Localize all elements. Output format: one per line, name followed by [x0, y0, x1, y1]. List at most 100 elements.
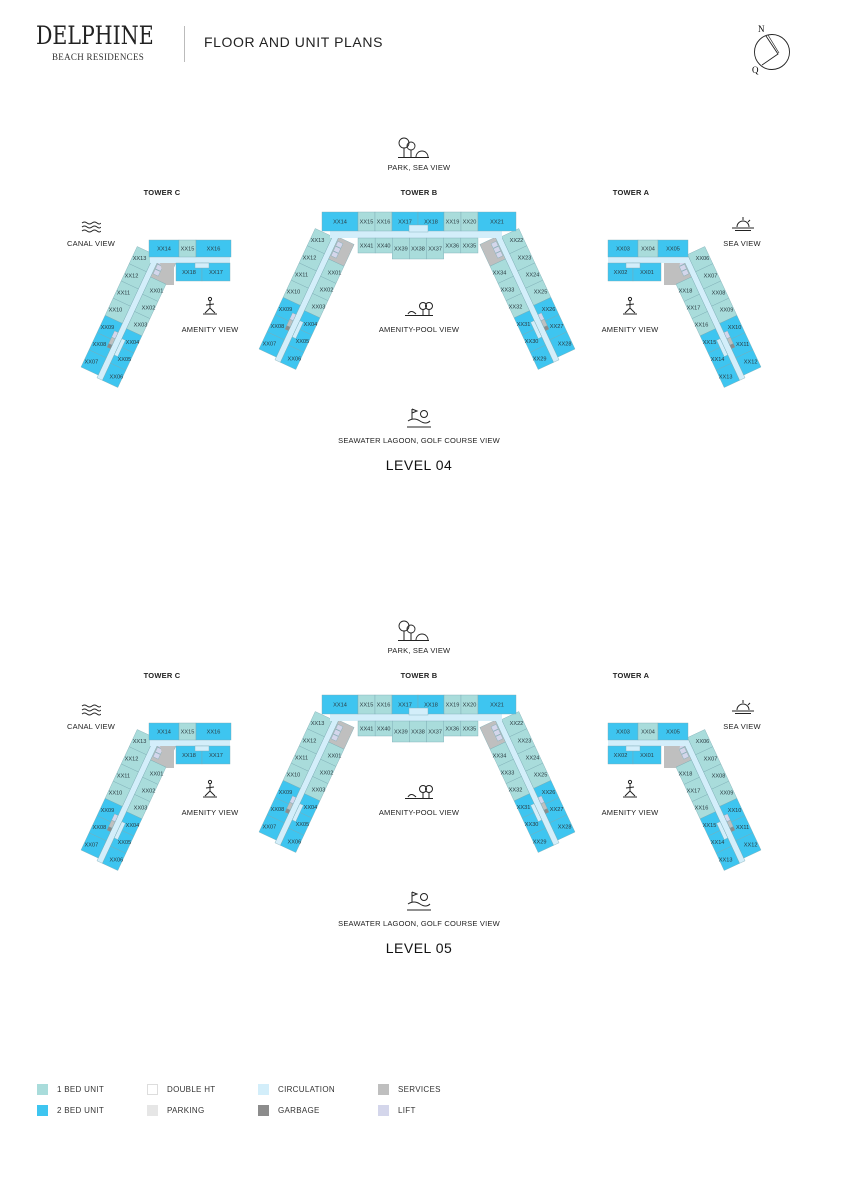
unit-xx21	[477, 694, 517, 715]
lift	[330, 733, 339, 742]
corridor	[608, 739, 688, 746]
unit-label: XX41	[360, 244, 374, 250]
legend-swatch	[37, 1105, 48, 1116]
unit-label: XX12	[125, 273, 139, 279]
unit-label: XX01	[328, 270, 342, 276]
unit-label: XX33	[501, 287, 515, 293]
view-label-amenity-right: AMENITY VIEW	[601, 325, 659, 334]
unit-label: XX09	[279, 790, 293, 796]
legend-item-double-ht: DOUBLE HT	[147, 1084, 216, 1095]
unit-label: XX26	[542, 790, 556, 796]
unit-xx28	[549, 814, 576, 841]
unit-label: XX07	[263, 341, 277, 347]
lift	[330, 250, 339, 259]
unit-label: XX14	[157, 247, 171, 253]
view-label-canal: CANAL VIEW	[67, 239, 115, 248]
unit-xx28	[549, 331, 576, 358]
view-label-top: PARK, SEA VIEW	[387, 646, 451, 655]
lagoon-golf-icon	[406, 407, 432, 434]
corridor	[150, 739, 230, 746]
unit-label: XX09	[101, 325, 115, 331]
view-label-sea: SEA VIEW	[723, 722, 761, 731]
garbage	[729, 343, 736, 350]
amenity-statue-icon	[620, 296, 640, 321]
unit-label: XX12	[303, 738, 317, 744]
unit-xx06	[280, 344, 305, 370]
legend-item-2-bed: 2 BED UNIT	[37, 1105, 104, 1116]
unit-label: XX41	[360, 727, 374, 733]
unit-label: XX14	[333, 703, 347, 709]
circulation-lobby	[530, 320, 543, 339]
unit-xx12	[735, 832, 762, 859]
tower-b-label: TOWER B	[400, 671, 438, 680]
tower-a-label: TOWER A	[612, 671, 650, 680]
lift	[681, 268, 690, 277]
legend-item-garbage: GARBAGE	[258, 1105, 320, 1116]
unit-label: XX06	[696, 739, 710, 745]
unit-label: XX15	[181, 247, 195, 253]
lift	[495, 733, 504, 742]
unit-label: XX16	[207, 730, 221, 736]
view-label-bottom: SEAWATER LAGOON, GOLF COURSE VIEW	[338, 436, 500, 445]
unit-label: XX33	[501, 770, 515, 776]
unit-label: XX23	[518, 255, 532, 261]
garbage	[543, 325, 550, 332]
tower-c-plan	[80, 722, 232, 871]
unit-label: XX15	[181, 730, 195, 736]
garbage	[284, 325, 291, 332]
unit-xx06	[280, 827, 305, 853]
unit-label: XX07	[704, 273, 718, 279]
unit-label: XX16	[695, 806, 709, 812]
legend-item-services: SERVICES	[378, 1084, 441, 1095]
brand-logo: DELPHINE	[36, 21, 154, 50]
unit-label: XX01	[640, 270, 654, 276]
unit-label: XX36	[445, 244, 459, 250]
unit-label: XX29	[533, 356, 547, 362]
unit-label: XX28	[558, 824, 572, 830]
unit-label: XX11	[117, 291, 130, 297]
unit-label: XX18	[424, 703, 438, 709]
unit-label: XX11	[295, 756, 308, 762]
unit-label: XX18	[679, 771, 693, 777]
amenity-statue-icon	[620, 779, 640, 804]
tower-b-plan	[258, 694, 576, 853]
pool-trees-icon	[404, 784, 434, 805]
unit-label: XX08	[271, 324, 285, 330]
circulation-lobby	[716, 821, 729, 840]
legend-label: DOUBLE HT	[167, 1085, 216, 1094]
pool-trees-icon	[404, 301, 434, 322]
unit-label: XX11	[736, 342, 749, 348]
unit-xx13	[715, 362, 740, 388]
unit-xx07	[80, 349, 107, 376]
garbage	[543, 808, 550, 815]
unit-label: XX35	[463, 244, 477, 250]
view-label-amenity-left: AMENITY VIEW	[181, 808, 239, 817]
unit-label: XX21	[490, 220, 504, 226]
view-label-bottom: SEAWATER LAGOON, GOLF COURSE VIEW	[338, 919, 500, 928]
legend-label: CIRCULATION	[278, 1085, 335, 1094]
unit-label: XX09	[720, 791, 734, 797]
unit-label: XX38	[411, 247, 425, 253]
unit-label: XX03	[312, 788, 326, 794]
header-divider	[184, 26, 185, 62]
circulation-lobby	[291, 803, 304, 822]
lift	[493, 245, 501, 254]
unit-label: XX15	[360, 220, 374, 226]
view-label-top: PARK, SEA VIEW	[387, 163, 451, 172]
lift	[333, 245, 341, 254]
tower-c-label: TOWER C	[143, 188, 181, 197]
corridor	[150, 256, 230, 263]
unit-label: XX18	[182, 753, 196, 759]
legend-swatch	[258, 1105, 269, 1116]
corridor	[330, 714, 502, 721]
unit-label: XX39	[394, 247, 408, 253]
tower-b-plan	[258, 211, 576, 370]
unit-label: XX02	[142, 788, 156, 794]
floor-plan-drawing: XX13XX12XX11XX10XX09XX08XX07XX01XX02XX03…	[80, 211, 762, 388]
compass-icon: N Q	[748, 20, 798, 76]
circulation-lobby	[408, 707, 429, 716]
park-sea-view-icon	[396, 136, 430, 165]
amenity-statue-icon	[200, 296, 220, 321]
